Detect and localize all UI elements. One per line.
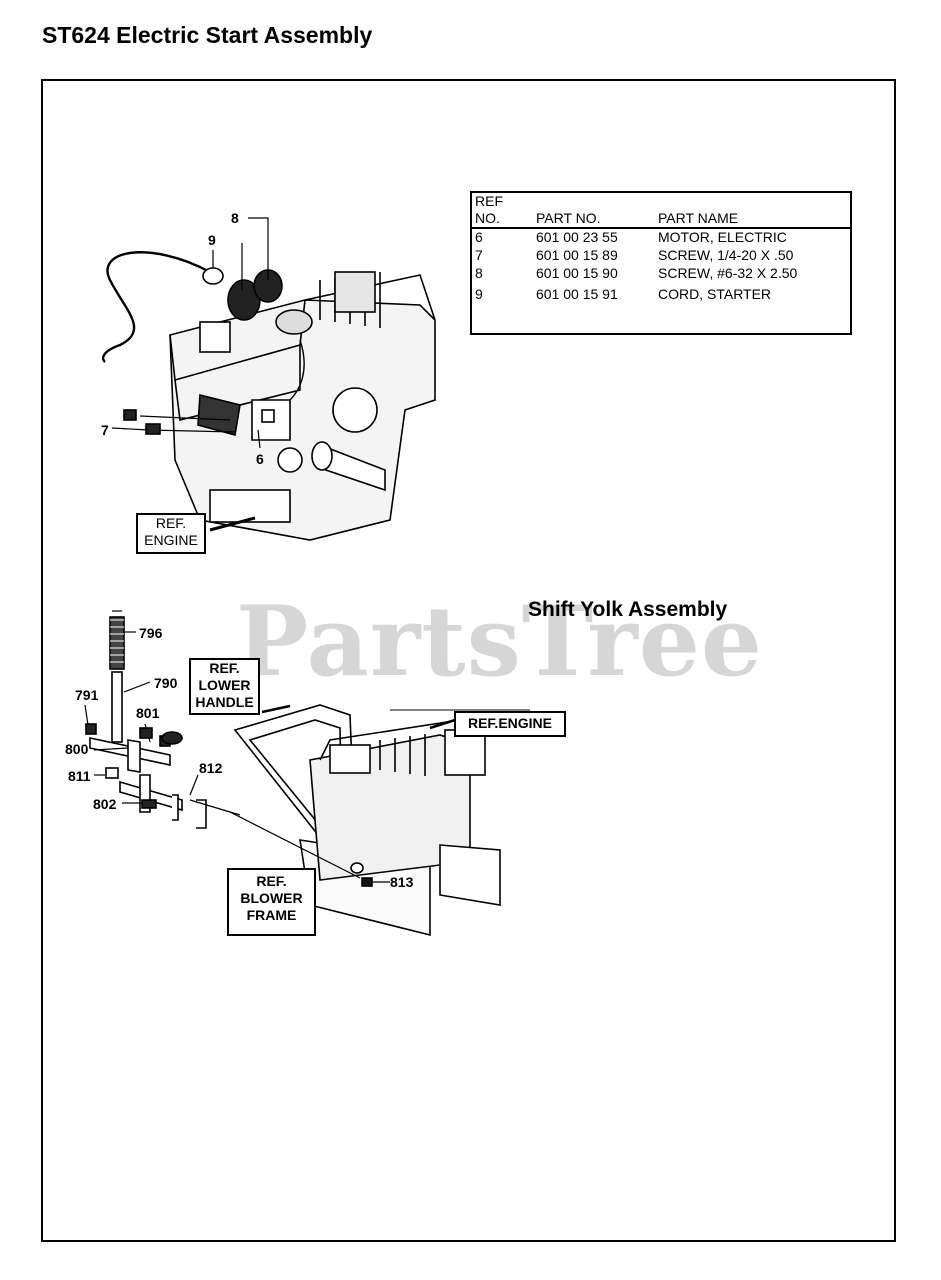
callout-813: 813: [390, 874, 414, 890]
ref-line: HANDLE: [195, 694, 254, 710]
diagram-frame: [41, 79, 896, 1242]
table-row: 8 601 00 15 90 SCREW, #6-32 X 2.50: [472, 265, 850, 283]
ref-line: REF.: [256, 873, 287, 889]
parts-table: REF NO. PART NO. PART NAME 6 601 00 23 5…: [470, 191, 852, 335]
callout-8: 8: [231, 210, 239, 226]
row-part-name: SCREW, 1/4-20 X .50: [658, 247, 794, 263]
ref-line: REF.ENGINE: [467, 715, 552, 731]
page-title: ST624 Electric Start Assembly: [42, 22, 373, 48]
ref-line: LOWER: [198, 677, 251, 693]
ref-line: ENGINE: [144, 532, 198, 548]
ref-line: FRAME: [246, 907, 297, 923]
callout-796: 796: [139, 625, 163, 641]
row-part-no: 601 00 23 55: [536, 229, 618, 245]
callout-791: 791: [75, 687, 99, 703]
callout-802: 802: [93, 796, 117, 812]
row-part-no: 601 00 15 91: [536, 286, 618, 302]
ref-blower-frame-label: REF. BLOWER FRAME: [227, 868, 316, 936]
row-part-no: 601 00 15 90: [536, 265, 618, 281]
row-part-name: SCREW, #6-32 X 2.50: [658, 265, 798, 281]
parts-table-header: REF NO. PART NO. PART NAME: [472, 193, 850, 229]
table-row: 7 601 00 15 89 SCREW, 1/4-20 X .50: [472, 247, 850, 265]
watermark: PartsTree: [236, 585, 763, 698]
section-title-shift-yolk: Shift Yolk Assembly: [528, 598, 728, 621]
ref-engine-label-top: REF. ENGINE: [136, 513, 206, 554]
row-ref: 7: [475, 247, 483, 263]
callout-6: 6: [256, 451, 264, 467]
callout-790: 790: [154, 675, 178, 691]
row-part-name: CORD, STARTER: [658, 286, 772, 302]
header-ref-line2: NO.: [475, 210, 500, 226]
header-part-name: PART NAME: [658, 210, 739, 226]
ref-line: REF.: [209, 660, 240, 676]
callout-801: 801: [136, 705, 160, 721]
ref-lower-handle-label: REF. LOWER HANDLE: [189, 658, 260, 715]
callout-812: 812: [199, 760, 223, 776]
row-part-name: MOTOR, ELECTRIC: [658, 229, 787, 245]
callout-7: 7: [101, 422, 109, 438]
row-ref: 8: [475, 265, 483, 281]
ref-line: REF.: [155, 515, 187, 531]
callout-9: 9: [208, 232, 216, 248]
row-ref: 9: [475, 286, 483, 302]
ref-line: BLOWER: [240, 890, 303, 906]
ref-engine-label-bottom: REF.ENGINE: [454, 711, 566, 737]
table-row: 9 601 00 15 91 CORD, STARTER: [472, 286, 850, 304]
callout-800: 800: [65, 741, 89, 757]
table-row: 6 601 00 23 55 MOTOR, ELECTRIC: [472, 229, 850, 247]
callout-811: 811: [68, 768, 91, 784]
row-ref: 6: [475, 229, 483, 245]
row-part-no: 601 00 15 89: [536, 247, 618, 263]
header-ref-line1: REF: [475, 193, 503, 209]
header-part-no: PART NO.: [536, 210, 601, 226]
